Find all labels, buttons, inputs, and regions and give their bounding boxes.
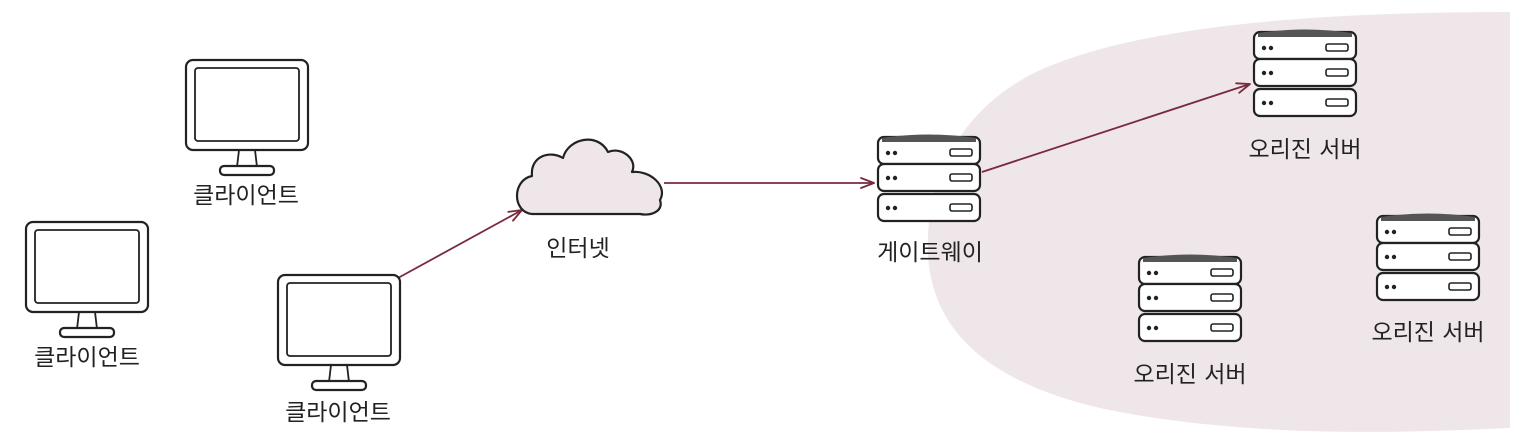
client-top-label: 클라이언트 bbox=[193, 183, 299, 209]
client-bottom-label: 클라이언트 bbox=[285, 400, 391, 426]
origin-server-region bbox=[927, 12, 1510, 432]
connections bbox=[397, 82, 1251, 279]
client-top: 클라이언트 bbox=[184, 58, 310, 209]
client-bottom: 클라이언트 bbox=[276, 273, 402, 426]
origin-server-middle: 오리진 서버 bbox=[1133, 253, 1247, 388]
monitor-icon bbox=[24, 220, 150, 339]
edge-gateway-to-origin bbox=[981, 82, 1251, 173]
origin-server-middle-label: 오리진 서버 bbox=[1133, 362, 1246, 388]
edge-client-to-internet bbox=[397, 209, 523, 279]
monitor-icon bbox=[184, 58, 310, 177]
origin-server-top: 오리진 서버 bbox=[1248, 28, 1362, 163]
client-left: 클라이언트 bbox=[24, 220, 150, 371]
server-rack-icon bbox=[1252, 28, 1358, 118]
client-left-label: 클라이언트 bbox=[34, 345, 140, 371]
server-rack-icon bbox=[1375, 212, 1481, 302]
monitor-icon bbox=[276, 273, 402, 392]
internet: 인터넷 bbox=[516, 138, 663, 262]
server-rack-icon bbox=[1137, 253, 1243, 343]
origin-server-right-label: 오리진 서버 bbox=[1371, 320, 1484, 346]
internet-label: 인터넷 bbox=[546, 236, 609, 262]
cloud-icon bbox=[516, 138, 663, 216]
origin-server-right: 오리진 서버 bbox=[1371, 212, 1485, 346]
gateway-label: 게이트웨이 bbox=[877, 240, 983, 266]
server-rack-icon bbox=[876, 133, 982, 223]
gateway: 게이트웨이 bbox=[876, 133, 983, 266]
origin-server-top-label: 오리진 서버 bbox=[1248, 137, 1361, 163]
